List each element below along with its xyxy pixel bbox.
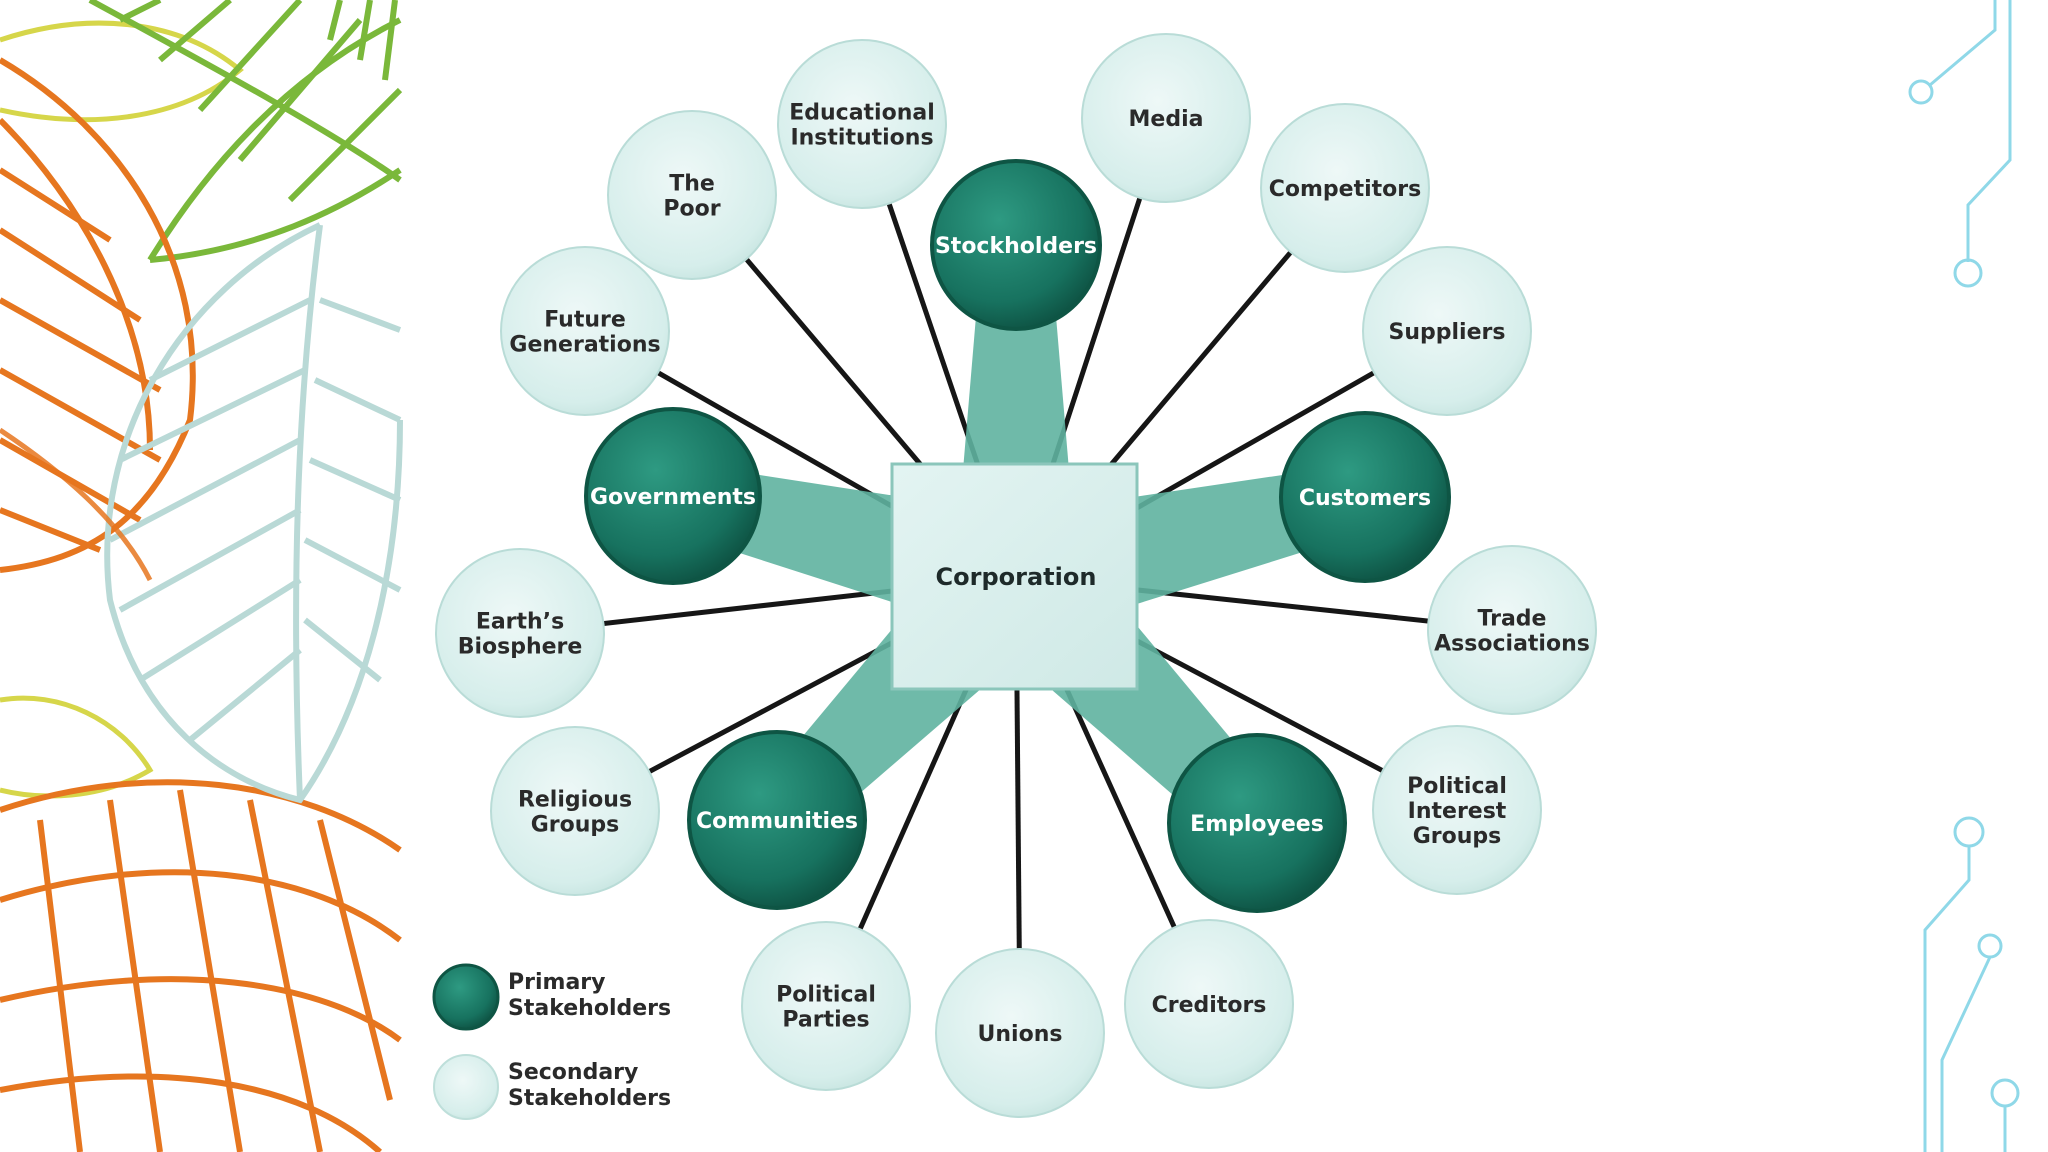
primary-circle [584, 407, 762, 585]
node-media: Media [1081, 33, 1251, 203]
label-stockholders: Stockholders [935, 234, 1097, 259]
label-communities: Communities [696, 809, 858, 834]
circuit-node-icon [1908, 79, 1934, 105]
primary-circle [930, 159, 1102, 331]
legend: Primary Stakeholders Secondary Stakehold… [432, 963, 671, 1120]
label-suppliers: Suppliers [1389, 320, 1506, 345]
node-unions: Unions [935, 948, 1105, 1118]
secondary-circle [1124, 919, 1294, 1089]
secondary-circle [741, 921, 911, 1091]
legend-primary-label: Primary Stakeholders [508, 970, 671, 1021]
node-creditors: Creditors [1124, 919, 1294, 1089]
node-stockholders: Stockholders [930, 159, 1102, 331]
secondary-circle [1427, 545, 1597, 715]
label-unions: Unions [978, 1022, 1063, 1047]
node-governments: Governments [584, 407, 762, 585]
node-suppliers: Suppliers [1362, 246, 1532, 416]
label-employees: Employees [1190, 812, 1324, 837]
secondary-circle [500, 246, 670, 416]
secondary-circle [1362, 246, 1532, 416]
circuit-node-icon [1953, 258, 1983, 288]
secondary-circle [435, 548, 605, 718]
secondary-circle [1260, 103, 1430, 273]
legend-secondary-label: Secondary Stakeholders [508, 1060, 671, 1111]
circuit-node-icon [1990, 1078, 2020, 1108]
circuit-decoration [1908, 0, 2020, 1152]
circuit-node-icon [1977, 933, 2003, 959]
pale-leaf-icon [104, 222, 403, 804]
green-leaf-icon [88, 0, 403, 263]
node-communities: Communities [687, 730, 867, 910]
label-governments: Governments [590, 485, 756, 510]
secondary-circle [490, 726, 660, 896]
secondary-circle [935, 948, 1105, 1118]
stakeholder-diagram: Corporation MediaCompetitorsSuppliersTra… [435, 33, 1597, 1118]
corporation-box [890, 462, 1139, 691]
label-competitors: Competitors [1269, 177, 1422, 202]
primary-circle [687, 730, 867, 910]
primary-circle [1167, 733, 1347, 913]
legend-secondary-swatch [433, 1054, 499, 1120]
node-customers: Customers [1279, 411, 1451, 583]
circuit-node-icon [1953, 816, 1985, 848]
label-media: Media [1129, 107, 1204, 132]
leaf-accent [0, 427, 153, 582]
label-creditors: Creditors [1152, 993, 1267, 1018]
primary-circle [1279, 411, 1451, 583]
secondary-circle [777, 39, 947, 209]
legend-primary-swatch [432, 963, 500, 1031]
corporation-label: Corporation [936, 563, 1097, 591]
secondary-circle [607, 110, 777, 280]
secondary-circle [1081, 33, 1251, 203]
secondary-circle [1372, 725, 1542, 895]
orange-leaf-icon [0, 57, 402, 1152]
label-customers: Customers [1299, 486, 1431, 511]
node-competitors: Competitors [1260, 103, 1430, 273]
leaf-decoration [0, 0, 403, 1152]
node-employees: Employees [1167, 733, 1347, 913]
